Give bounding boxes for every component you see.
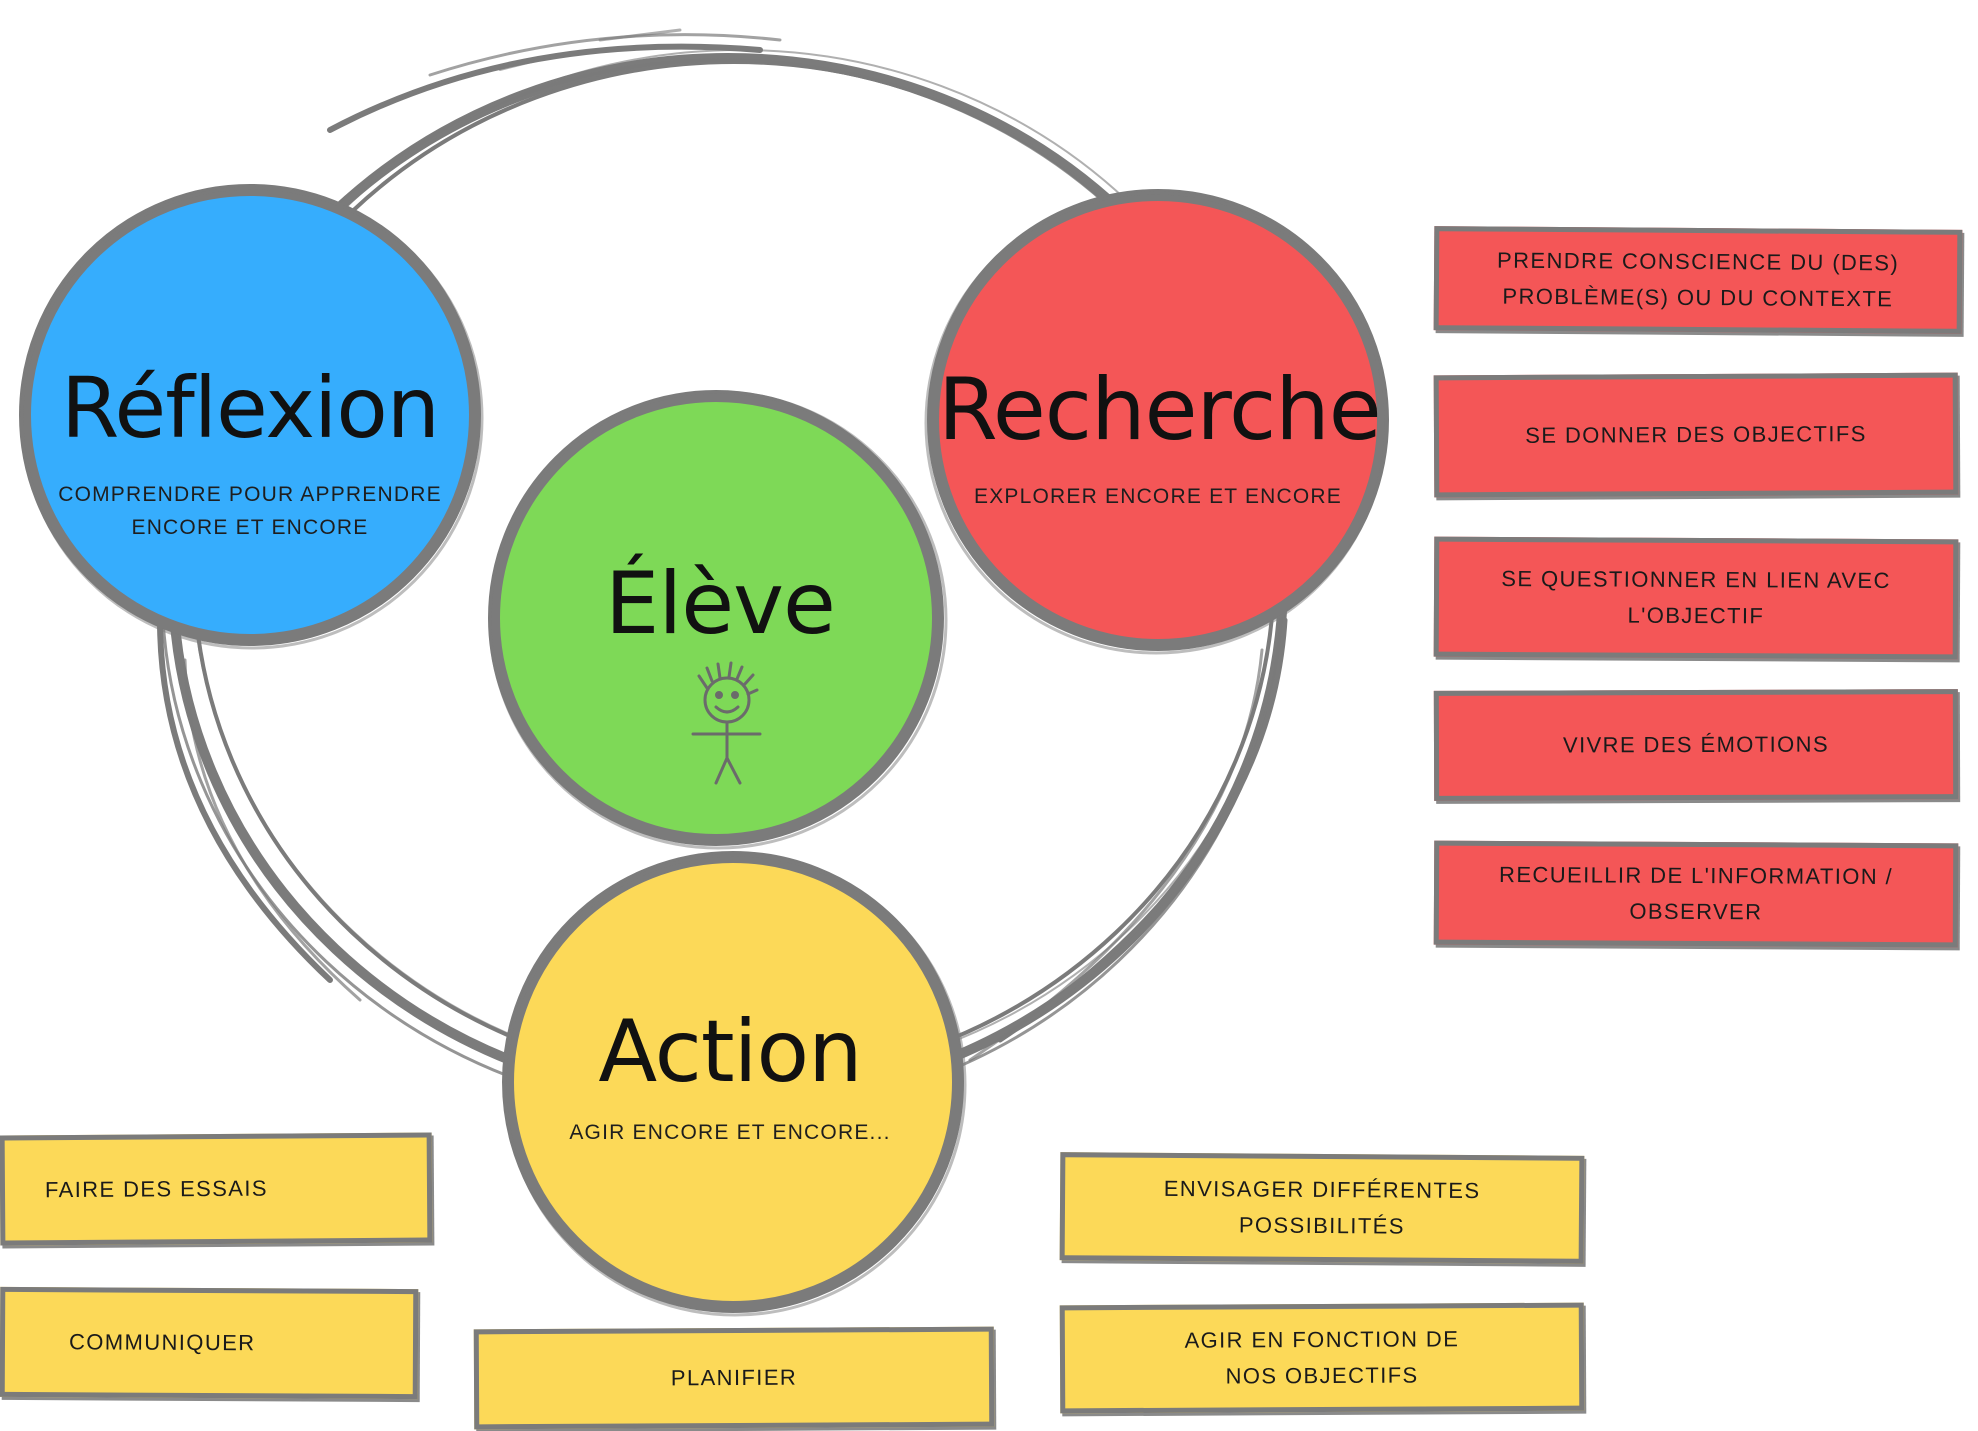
card-se-questionner: SE QUESTIONNER EN LIEN AVEC L'OBJECTIF <box>1433 536 1959 660</box>
action-title: Action <box>598 1002 862 1102</box>
eleve-circle <box>488 390 948 850</box>
card-text-line2: OBSERVER <box>1629 898 1763 925</box>
card-text-line2: NOS OBJECTIFS <box>1225 1362 1419 1389</box>
card-text-line1: ENVISAGER DIFFÉRENTES <box>1163 1175 1481 1204</box>
card-text-line1: AGIR EN FONCTION DE <box>1184 1326 1460 1353</box>
reflexion-subtitle-line2: ENCORE ET ENCORE <box>131 516 369 539</box>
card-text-line1: SE DONNER DES OBJECTIFS <box>1525 421 1867 448</box>
card-recueillir-information: RECUEILLIR DE L'INFORMATION / OBSERVER <box>1433 840 1959 948</box>
reflexion-subtitle-line1: COMPRENDRE POUR APPRENDRE <box>58 483 442 506</box>
card-text: PLANIFIER <box>670 1364 798 1391</box>
card-text-line2: POSSIBILITÉS <box>1238 1212 1405 1239</box>
card-faire-essais: FAIRE DES ESSAIS <box>0 1132 433 1246</box>
card-text-line2: L'OBJECTIF <box>1627 602 1765 629</box>
card-se-donner-objectifs: SE DONNER DES OBJECTIFS <box>1433 372 1959 498</box>
card-vivre-emotions: VIVRE DES ÉMOTIONS <box>1433 689 1959 801</box>
action-subtitle: AGIR ENCORE ET ENCORE... <box>569 1121 891 1144</box>
card-planifier: PLANIFIER <box>473 1326 995 1430</box>
card-text-line1: RECUEILLIR DE L'INFORMATION / <box>1499 861 1894 890</box>
card-communiquer: COMMUNIQUER <box>0 1286 419 1400</box>
reflexion-title: Réflexion <box>60 359 440 457</box>
card-envisager-possibilites: ENVISAGER DIFFÉRENTES POSSIBILITÉS <box>1059 1152 1585 1264</box>
recherche-subtitle: EXPLORER ENCORE ET ENCORE <box>973 485 1343 508</box>
eleve-title: Élève <box>605 554 836 654</box>
card-text: FAIRE DES ESSAIS <box>44 1175 269 1203</box>
recherche-title: Recherche <box>938 360 1382 460</box>
card-text: COMMUNIQUER <box>68 1329 256 1356</box>
card-text-line1: SE QUESTIONNER EN LIEN AVEC <box>1501 565 1891 594</box>
action-circle <box>502 851 967 1317</box>
card-text-line1: VIVRE DES ÉMOTIONS <box>1562 731 1830 758</box>
recherche-circle <box>924 189 1389 655</box>
card-text-line2: PROBLÈME(S) OU DU CONTEXTE <box>1502 283 1894 312</box>
card-prendre-conscience: PRENDRE CONSCIENCE DU (DES) PROBLÈME(S) … <box>1433 226 1963 334</box>
card-text-line1: PRENDRE CONSCIENCE DU (DES) <box>1497 247 1900 276</box>
card-agir-objectifs: AGIR EN FONCTION DE NOS OBJECTIFS <box>1059 1302 1585 1414</box>
stick-figure-icon <box>691 661 762 785</box>
reflexion-circle <box>19 184 484 650</box>
